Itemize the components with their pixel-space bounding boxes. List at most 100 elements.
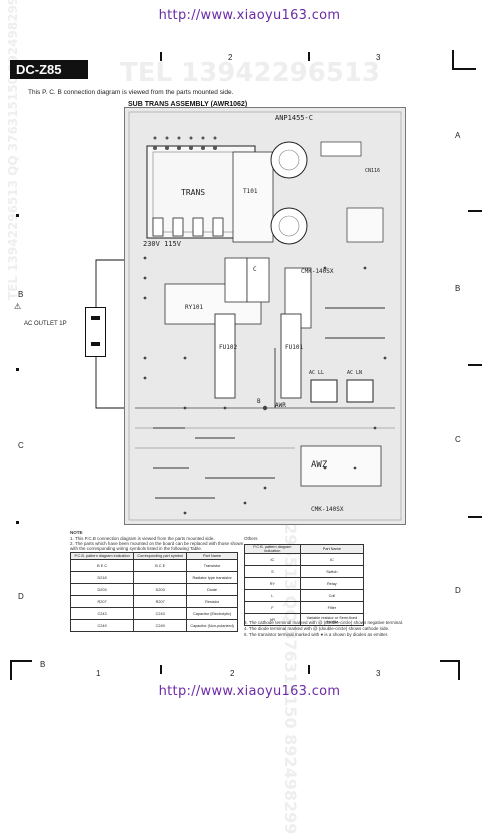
cell: Switch (299, 565, 365, 578)
cell: IC (244, 553, 301, 566)
tick-left-1 (16, 214, 19, 217)
cell: L (244, 589, 301, 602)
tick-right-2 (468, 364, 482, 366)
cell: R207 (69, 595, 135, 608)
cell: B E C (69, 559, 135, 572)
row-letter-b: B (455, 284, 461, 293)
cell: C249 (69, 619, 135, 632)
cell (133, 571, 188, 584)
cell: D218 (69, 571, 135, 584)
cell: C243 (69, 607, 135, 620)
header-url[interactable]: http://www.xiaoyu163.com (158, 8, 341, 23)
c-mark: C (253, 266, 257, 273)
cell: Filter (299, 601, 365, 614)
footer-url[interactable]: http://www.xiaoyu163.com (158, 684, 341, 699)
note-line-1: 1. This P.C.B connection diagram is view… (70, 536, 215, 541)
cmk-top-label: CMK-140SX (301, 268, 334, 275)
bottom-column-number-1: 1 (96, 669, 101, 678)
legend-table-left: P.C.B. pattern diagram indication Corres… (69, 552, 238, 632)
note-line-5: 4. The diode terminal marked with @ (dou… (244, 626, 390, 631)
ac-outlet-label: AC OUTLET 1P (24, 321, 67, 327)
cell: Variable resistor or Semi-fixed resistor (299, 613, 365, 626)
cell: IC (299, 553, 365, 566)
legend-right-col-pattern: P.C.B. pattern diagram indication (244, 544, 301, 554)
bottom-column-number-2: 2 (230, 669, 235, 678)
voltage-label: 230V 115V (143, 240, 181, 248)
note-line-2: 2. The parts which have been mounted on … (70, 541, 244, 546)
tick-left-2 (16, 368, 19, 371)
corner-bottom-right-h (440, 660, 460, 662)
tick-bottom-1 (160, 665, 162, 674)
watermark-top: TEL 13942296513 (120, 58, 381, 88)
cell: Capacitor (Non-polarized) (186, 619, 238, 632)
others-title: Others (244, 536, 258, 541)
corner-bottom-right (458, 660, 460, 680)
fu102-label: FU102 (219, 344, 238, 351)
cell: Resistor (186, 595, 238, 608)
cell: S (244, 565, 301, 578)
legend-left-col-pattern: P.C.B. pattern diagram indication (69, 552, 135, 560)
cell: Radiator type transistor (186, 571, 238, 584)
corner-bottom-left (10, 660, 12, 680)
acl2-label: AC LN (347, 370, 363, 376)
cell: Coil (299, 589, 365, 602)
table-row: D218 Radiator type transistor (69, 571, 238, 584)
legend-left-header: P.C.B. pattern diagram indication Corres… (69, 552, 238, 560)
cell: Transistor (186, 559, 238, 572)
trans-label: TRANS (181, 188, 206, 197)
acl1-label: AC LL (309, 370, 325, 376)
row-letter-d-left: D (18, 592, 24, 601)
cell: C249 (133, 619, 188, 632)
fu101-label: FU101 (285, 344, 304, 351)
row-letter-b-left: B (18, 290, 24, 299)
cell: Diode (186, 583, 238, 596)
corner-top-right-h (452, 68, 476, 70)
note-line-6: 5. The transistor terminal marked with ●… (244, 632, 389, 637)
cell: R207 (133, 595, 188, 608)
legend-right-col-name: Part Name (299, 544, 365, 554)
tick-top-2 (308, 52, 310, 61)
model-badge: DC-Z85 (10, 60, 88, 79)
legend-left-col-name: Part Name (186, 552, 238, 560)
corner-top-right (452, 50, 454, 70)
awr-label: AWR (275, 402, 286, 409)
warning-icon: ⚠ (14, 302, 22, 311)
legend-table-right: P.C.B. pattern diagram indication Part N… (244, 544, 365, 626)
row-letter-c-left: C (18, 441, 24, 450)
b-mark: B (257, 398, 261, 405)
cmk-bottom-label: CMK-140SX (311, 506, 344, 513)
board-code: ANP1455-C (275, 114, 313, 122)
cell: Relay (299, 577, 365, 590)
tick-bottom-2 (308, 665, 310, 674)
legend-right-header: P.C.B. pattern diagram indication Part N… (244, 544, 365, 554)
intro-text: This P. C. B connection diagram is viewe… (28, 89, 234, 96)
row-letter-a: A (455, 131, 461, 140)
column-number-2: 2 (228, 53, 233, 62)
cell: B C E (133, 559, 188, 572)
column-number-3: 3 (376, 53, 381, 62)
awz-label: AWZ (311, 460, 328, 470)
t101-label: T101 (243, 188, 258, 195)
notes-title: NOTE (70, 530, 83, 535)
ac-outlet-connector (85, 307, 106, 357)
assembly-title: SUB TRANS ASSEMBLY (AWR1062) (128, 101, 248, 108)
row-letter-d: D (455, 586, 461, 595)
outlet-pin-1 (91, 316, 100, 320)
note-line-3: with the corresponding wiring symbols li… (70, 546, 202, 551)
note-line-4: 3. The cathode terminal marked with @ (d… (244, 620, 404, 625)
bottom-column-number-3: 3 (376, 669, 381, 678)
cn-label: CN116 (365, 168, 381, 174)
pcb-pattern (128, 111, 402, 521)
legend-left-col-symbol: Corresponding part symbol (133, 552, 188, 560)
cell: D203 (133, 583, 188, 596)
